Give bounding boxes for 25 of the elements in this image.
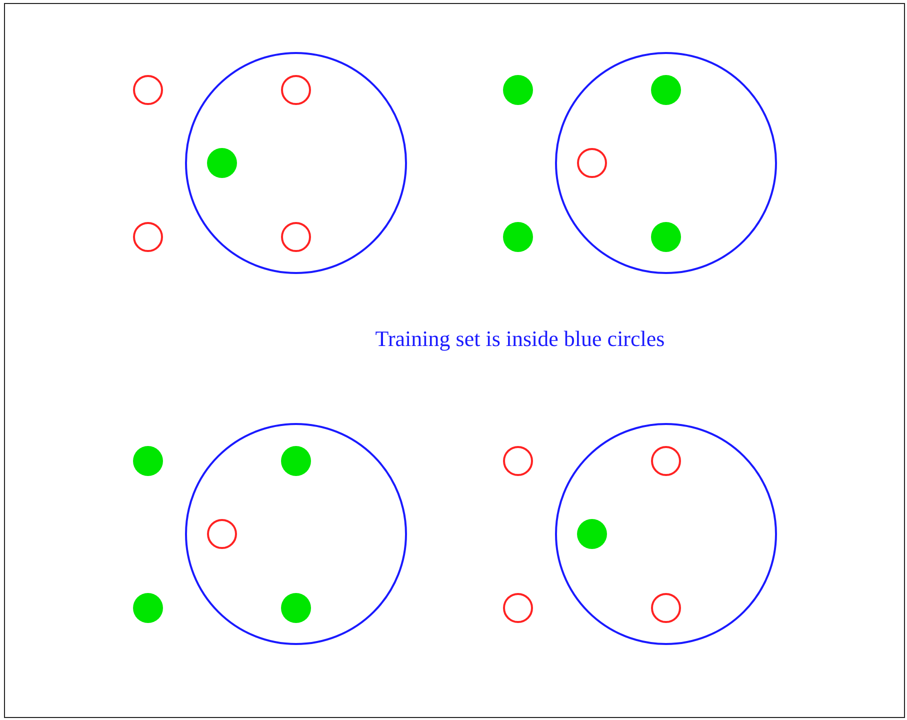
hollow-dot [576, 148, 606, 178]
hollow-dot [280, 74, 310, 104]
filled-dot [650, 222, 680, 252]
hollow-dot [133, 222, 163, 252]
filled-dot [280, 592, 310, 622]
filled-dot [576, 518, 606, 548]
hollow-dot [650, 446, 680, 476]
hollow-dot [133, 75, 163, 105]
circle-outline [185, 423, 407, 645]
hollow-dot [503, 446, 533, 476]
filled-dot [503, 222, 533, 252]
circle-outline [185, 52, 407, 274]
filled-dot [206, 148, 236, 178]
filled-dot [650, 74, 680, 104]
filled-dot [133, 446, 163, 476]
circle-outline [555, 52, 777, 274]
circle-outline [555, 423, 777, 645]
hollow-dot [206, 518, 236, 548]
hollow-dot [503, 593, 533, 623]
caption-text: Training set is inside blue circles [374, 326, 666, 352]
filled-dot [133, 593, 163, 623]
hollow-dot [280, 222, 310, 252]
filled-dot [503, 75, 533, 105]
hollow-dot [650, 592, 680, 622]
filled-dot [280, 446, 310, 476]
